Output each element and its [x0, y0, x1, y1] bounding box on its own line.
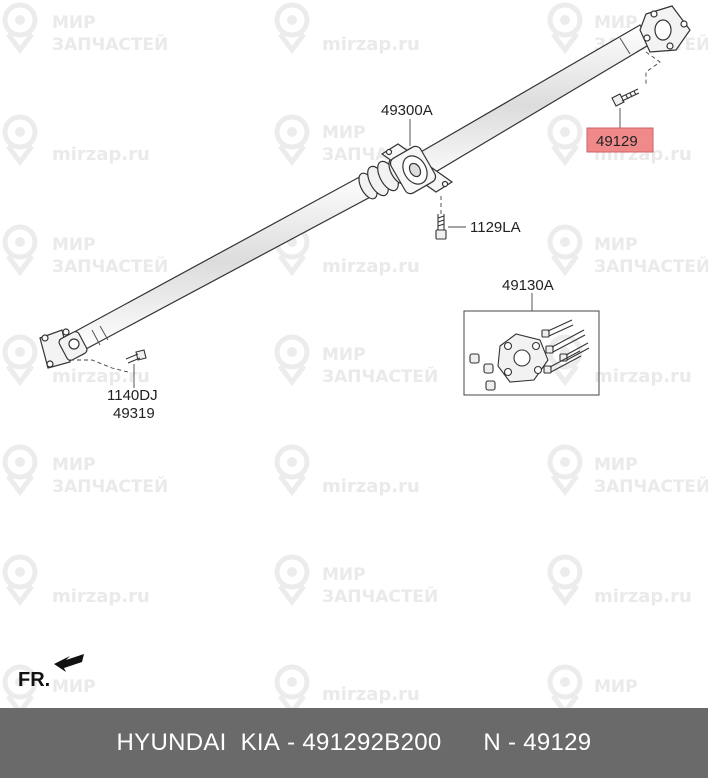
- watermark-site: mirzap.ru: [322, 684, 420, 705]
- front-direction-arrow-icon: [54, 654, 84, 672]
- highlight-box: [586, 127, 654, 153]
- flange-bolt-rear: [611, 88, 640, 107]
- watermark-brand-line2: ЗАПЧАСТЕЙ: [594, 475, 708, 497]
- watermark-logo-icon: [550, 227, 580, 272]
- center-bearing: [380, 143, 454, 195]
- watermark-logo-icon: [277, 447, 307, 492]
- watermark-brand-line2: ЗАПЧАСТЕЙ: [322, 585, 438, 607]
- watermark-logo-icon: [5, 5, 35, 50]
- front-bolt-leader: [70, 359, 129, 373]
- footer-brand: HYUNDAI KIA: [116, 729, 281, 756]
- watermark-site: mirzap.ru: [322, 476, 420, 497]
- watermark-layer: МИР ЗАПЧАСТЕЙ mirzap.ru МИР ЗАПЧАСТЕЙ mi…: [5, 5, 708, 708]
- watermark-brand-line1: МИР: [594, 455, 638, 475]
- rear-bolt-leader: [645, 51, 661, 86]
- watermark-brand-line1: МИР: [594, 677, 638, 697]
- footer-gap: [442, 729, 484, 757]
- footer-separator: -: [280, 729, 303, 756]
- rear-flex-coupling: [639, 5, 691, 53]
- watermark-site: mirzap.ru: [594, 366, 692, 387]
- watermark-brand-line1: МИР: [594, 235, 638, 255]
- watermark-brand-line2: ЗАПЧАСТЕЙ: [52, 475, 168, 497]
- watermark-site: mirzap.ru: [322, 256, 420, 277]
- watermark-logo-icon: [5, 337, 35, 382]
- watermark-brand-line1: МИР: [52, 455, 96, 475]
- watermark-brand-line1: МИР: [594, 13, 638, 33]
- watermark-brand-line1: МИР: [322, 345, 366, 365]
- footer-ref-prefix: N -: [483, 729, 524, 756]
- watermark-logo-icon: [277, 117, 307, 162]
- watermark-brand-line1: МИР: [52, 13, 96, 33]
- callout-49129: 49129: [596, 133, 638, 150]
- watermark-logo-icon: [550, 667, 580, 708]
- watermark-logo-icon: [277, 557, 307, 602]
- watermark-brand-line2: ЗАПЧАСТЕЙ: [52, 255, 168, 277]
- watermark-logo-icon: [5, 447, 35, 492]
- part-info-footer: HYUNDAI KIA - 491292B200 N - 49129: [0, 708, 708, 778]
- watermark-logo-icon: [5, 227, 35, 272]
- watermark-brand-line2: ЗАПЧАСТЕЙ: [594, 255, 708, 277]
- watermark-logo-icon: [277, 667, 307, 708]
- watermark-logo-icon: [277, 5, 307, 50]
- watermark-logo-icon: [277, 337, 307, 382]
- coupling-kit-box: [463, 310, 600, 396]
- watermark-logo-icon: [5, 557, 35, 602]
- watermark-brand-line1: МИР: [52, 235, 96, 255]
- kit-bolts: [541, 319, 590, 374]
- footer-ref-number: 49129: [523, 729, 592, 756]
- watermark-logo-icon: [550, 5, 580, 50]
- flex-disc: [497, 333, 549, 383]
- callout-1140DJ: 1140DJ: [107, 387, 158, 404]
- kit-nuts: [469, 353, 496, 391]
- callout-49300A: 49300A: [381, 102, 433, 119]
- watermark-site: mirzap.ru: [322, 34, 420, 55]
- watermark-site: mirzap.ru: [52, 144, 150, 165]
- watermark-logo-icon: [550, 117, 580, 162]
- watermark-logo-icon: [550, 557, 580, 602]
- watermark-brand-line1: МИР: [52, 677, 96, 697]
- callout-49130A: 49130A: [502, 277, 554, 294]
- callout-1129LA: 1129LA: [470, 219, 521, 236]
- watermark-brand-line2: ЗАПЧАСТЕЙ: [52, 33, 168, 55]
- watermark-site: mirzap.ru: [52, 366, 150, 387]
- bearing-bolt: [435, 214, 447, 240]
- watermark-site: mirzap.ru: [52, 586, 150, 607]
- watermark-brand-line2: ЗАПЧАСТЕЙ: [322, 365, 438, 387]
- front-indicator: FR.: [18, 669, 51, 691]
- front-flange: [39, 328, 88, 369]
- flange-bolt-front: [125, 349, 147, 364]
- watermark-brand-line1: МИР: [322, 565, 366, 585]
- callout-49319: 49319: [113, 405, 155, 422]
- watermark-logo-icon: [5, 117, 35, 162]
- watermark-logo-icon: [550, 447, 580, 492]
- watermark-brand-line1: МИР: [322, 123, 366, 143]
- footer-part-number: 491292B200: [302, 729, 442, 756]
- watermark-site: mirzap.ru: [594, 586, 692, 607]
- parts-diagram: МИР ЗАПЧАСТЕЙ mirzap.ru МИР ЗАПЧАСТЕЙ mi…: [0, 0, 708, 708]
